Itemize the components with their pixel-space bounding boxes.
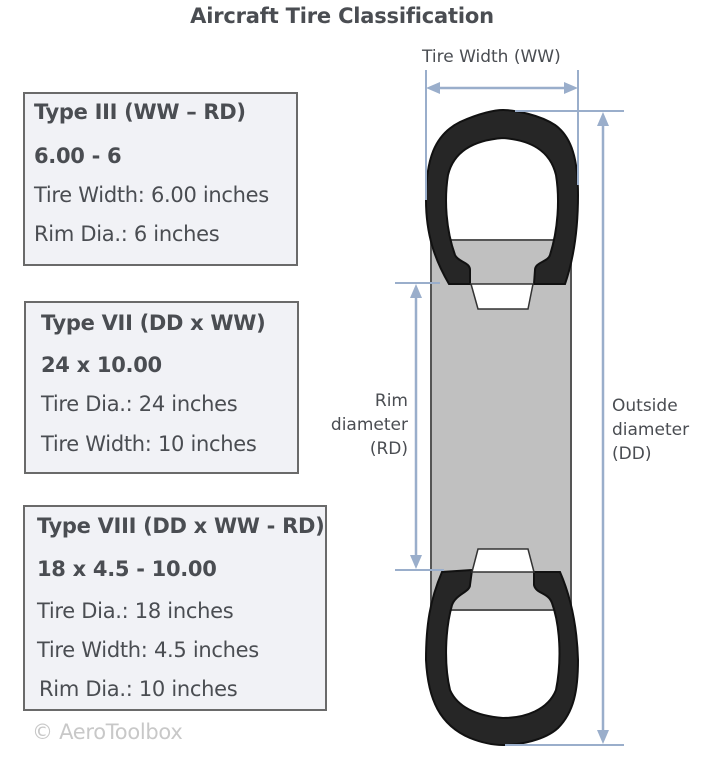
box-line: Tire Dia.: 18 inches bbox=[37, 599, 234, 623]
tire-bottom-section bbox=[424, 568, 580, 747]
rim-diameter-label: Rim diameter (RD) bbox=[320, 389, 408, 461]
box-line: Tire Width: 6.00 inches bbox=[34, 183, 269, 207]
outside-label-line: diameter bbox=[612, 420, 690, 440]
box-designation: 18 x 4.5 - 10.00 bbox=[37, 557, 217, 581]
rim-label-line: Rim bbox=[374, 391, 408, 411]
outside-label-line: Outside bbox=[612, 396, 678, 416]
rim-label-line: diameter bbox=[330, 415, 408, 435]
tire-top-section bbox=[424, 108, 580, 285]
box-heading: Type VII (DD x WW) bbox=[41, 311, 266, 335]
box-heading: Type VIII (DD x WW - RD) bbox=[37, 514, 325, 538]
arrow-down-icon bbox=[410, 555, 422, 569]
type-viii-box: Type VIII (DD x WW - RD) 18 x 4.5 - 10.0… bbox=[23, 505, 327, 711]
box-line: Tire Dia.: 24 inches bbox=[41, 392, 238, 416]
box-line: Tire Width: 10 inches bbox=[41, 432, 257, 456]
box-heading: Type III (WW – RD) bbox=[34, 100, 246, 124]
arrow-up-icon bbox=[410, 284, 422, 298]
type-vii-box: Type VII (DD x WW) 24 x 10.00 Tire Dia.:… bbox=[24, 301, 299, 474]
arrow-down-icon bbox=[597, 730, 609, 744]
diagram-title: Aircraft Tire Classification bbox=[190, 4, 494, 28]
box-line: Tire Width: 4.5 inches bbox=[37, 638, 259, 662]
type-iii-box: Type III (WW – RD) 6.00 - 6 Tire Width: … bbox=[23, 92, 298, 266]
width-label: Tire Width (WW) bbox=[422, 47, 561, 67]
arrow-up-icon bbox=[597, 112, 609, 126]
copyright-text: © AeroToolbox bbox=[32, 720, 183, 744]
box-designation: 24 x 10.00 bbox=[41, 353, 162, 377]
box-designation: 6.00 - 6 bbox=[34, 144, 122, 168]
box-line: Rim Dia.: 10 inches bbox=[39, 677, 238, 701]
outside-diameter-label: Outside diameter (DD) bbox=[612, 394, 689, 466]
arrow-right-icon bbox=[564, 82, 578, 94]
outside-label-line: (DD) bbox=[612, 444, 652, 464]
arrow-left-icon bbox=[426, 82, 440, 94]
rim-bottom-notch bbox=[471, 548, 535, 573]
box-line: Rim Dia.: 6 inches bbox=[34, 222, 220, 246]
rim-top-notch bbox=[470, 283, 534, 310]
rim-label-line: (RD) bbox=[369, 439, 408, 459]
